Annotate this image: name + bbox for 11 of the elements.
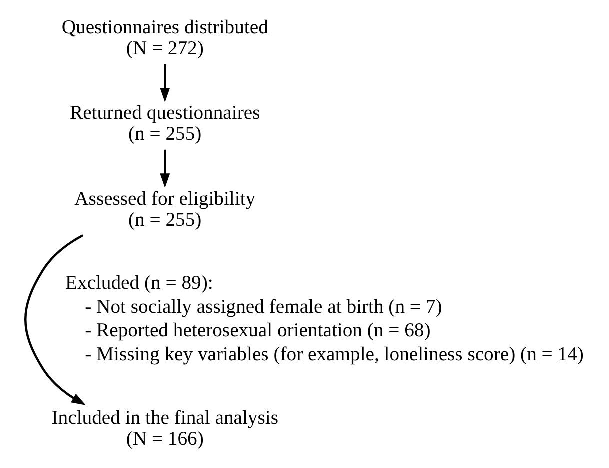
node-text: Questionnaires distributed (N = 272) (62, 16, 268, 60)
label: - Missing key variables (for example, loneliness score) (n = 14) (85, 344, 584, 366)
label: - Not socially assigned female at birth (n = 7) (85, 296, 442, 318)
node-text: Assessed for eligibility (n = 255) (74, 188, 256, 231)
node-text: Included in the final analysis (N = 166) (52, 406, 278, 450)
label: - Reported heterosexual orientation (n = 68) (85, 320, 431, 342)
arrow (24, 234, 86, 406)
node-text: Returned questionnaires (n = 255) (70, 102, 260, 146)
arrow (160, 64, 170, 102)
label: Excluded (n = 89): (65, 272, 214, 294)
arrow (160, 150, 170, 188)
